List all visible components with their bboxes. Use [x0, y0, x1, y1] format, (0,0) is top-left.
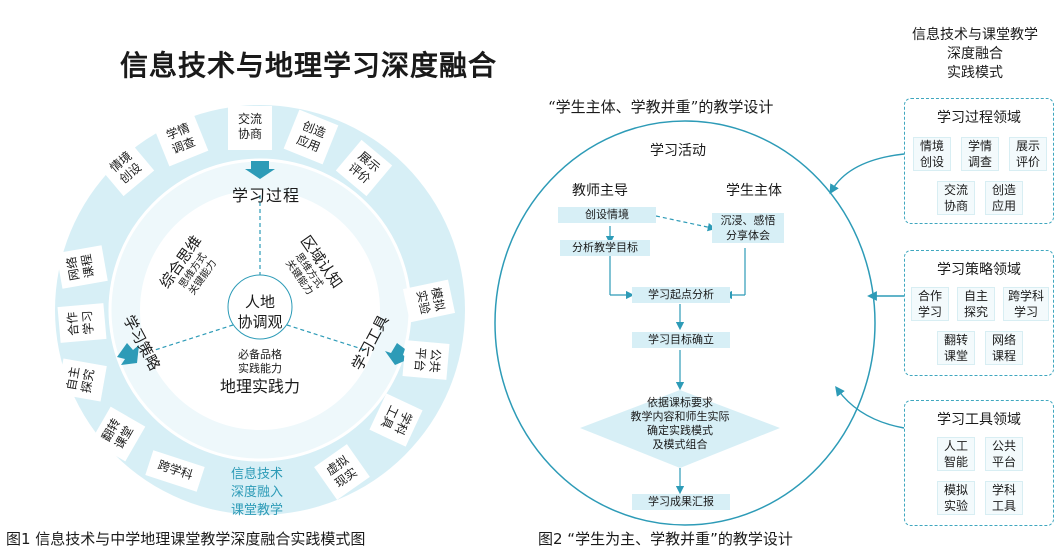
decision-diamond: [580, 390, 780, 468]
strategy-item-explore: 自主探究: [957, 287, 995, 321]
process-item-survey: 学情调查: [961, 137, 999, 171]
student-subject-label: 学生主体: [726, 183, 782, 199]
label-learning-process: 学习过程: [232, 186, 301, 205]
strategy-domain-title: 学习策略领域: [937, 262, 1021, 278]
process-item-create: 创造应用: [985, 181, 1023, 215]
activity-label: 学习活动: [650, 143, 706, 159]
node-immerse-share: 沉浸、感悟分享体会: [712, 213, 784, 243]
node-diamond-text: 依据课标要求 教学内容和师生实际 确定实践模式 及模式组合: [630, 396, 730, 451]
teaching-design-diagram: [494, 120, 876, 526]
strategy-item-flipped: 翻转课堂: [937, 331, 975, 365]
node-analyze-goals: 分析教学目标: [560, 240, 650, 256]
node-goal-establish: 学习目标确立: [632, 332, 730, 348]
panel-process-domain: 学习过程领域 情境创设 学情调查 展示评价 交流协商 创造应用: [904, 98, 1054, 224]
strategy-item-interdisciplinary: 跨学科学习: [1003, 287, 1049, 321]
node-result-report: 学习成果汇报: [632, 494, 730, 510]
process-domain-title: 学习过程领域: [937, 110, 1021, 126]
arrow-down-icon: [245, 161, 275, 179]
strategy-item-online: 网络课程: [985, 331, 1023, 365]
process-item-situation: 情境创设: [913, 137, 951, 171]
integration-label: 信息技术 深度融入 课堂教学: [230, 467, 283, 518]
card-cooperate: 合作学习: [57, 303, 107, 343]
card-communicate: 交流协商: [228, 106, 272, 150]
node-start-analysis: 学习起点分析: [632, 287, 730, 303]
figure1-caption: 图1 信息技术与中学地理课堂教学深度融合实践模式图: [6, 530, 366, 548]
tool-item-subject-tool: 学科工具: [985, 481, 1023, 515]
process-item-communicate: 交流协商: [937, 181, 975, 215]
tool-item-platform: 公共平台: [985, 437, 1023, 471]
tool-item-simulate: 模拟实验: [937, 481, 975, 515]
activity-ellipse: [494, 120, 876, 526]
figure2-caption: 图2 “学生为主、学教并重”的教学设计: [538, 530, 793, 548]
teacher-led-label: 教师主导: [572, 183, 628, 199]
panel-strategy-domain: 学习策略领域 合作学习 自主探究 跨学科学习 翻转课堂 网络课程: [904, 250, 1054, 376]
process-item-evaluate: 展示评价: [1009, 137, 1047, 171]
fusion-circle-diagram: [55, 105, 465, 515]
tool-domain-title: 学习工具领域: [937, 412, 1021, 428]
card-explore: 自主探究: [57, 358, 107, 402]
center-human-land: 人地 协调观: [237, 293, 283, 331]
card-platform: 公共平台: [402, 340, 450, 380]
sector-geo-practice: 必备品格 实践能力 地理实践力: [219, 348, 300, 396]
figure1-title: 信息技术与地理学习深度融合: [120, 49, 498, 82]
figure2-heading: “学生主体、学教并重”的教学设计: [548, 98, 774, 116]
arrow-left-icon: [117, 343, 139, 365]
center-circle: [227, 274, 293, 340]
panel-connectors: [829, 153, 905, 429]
right-panel-title: 信息技术与课堂教学 深度融合 实践模式: [912, 27, 1038, 81]
strategy-item-cooperate: 合作学习: [911, 287, 949, 321]
panel-tool-domain: 学习工具领域 人工智能 公共平台 模拟实验 学科工具: [904, 400, 1054, 526]
node-create-situation: 创设情境: [558, 207, 656, 223]
tool-item-ai: 人工智能: [937, 437, 975, 471]
